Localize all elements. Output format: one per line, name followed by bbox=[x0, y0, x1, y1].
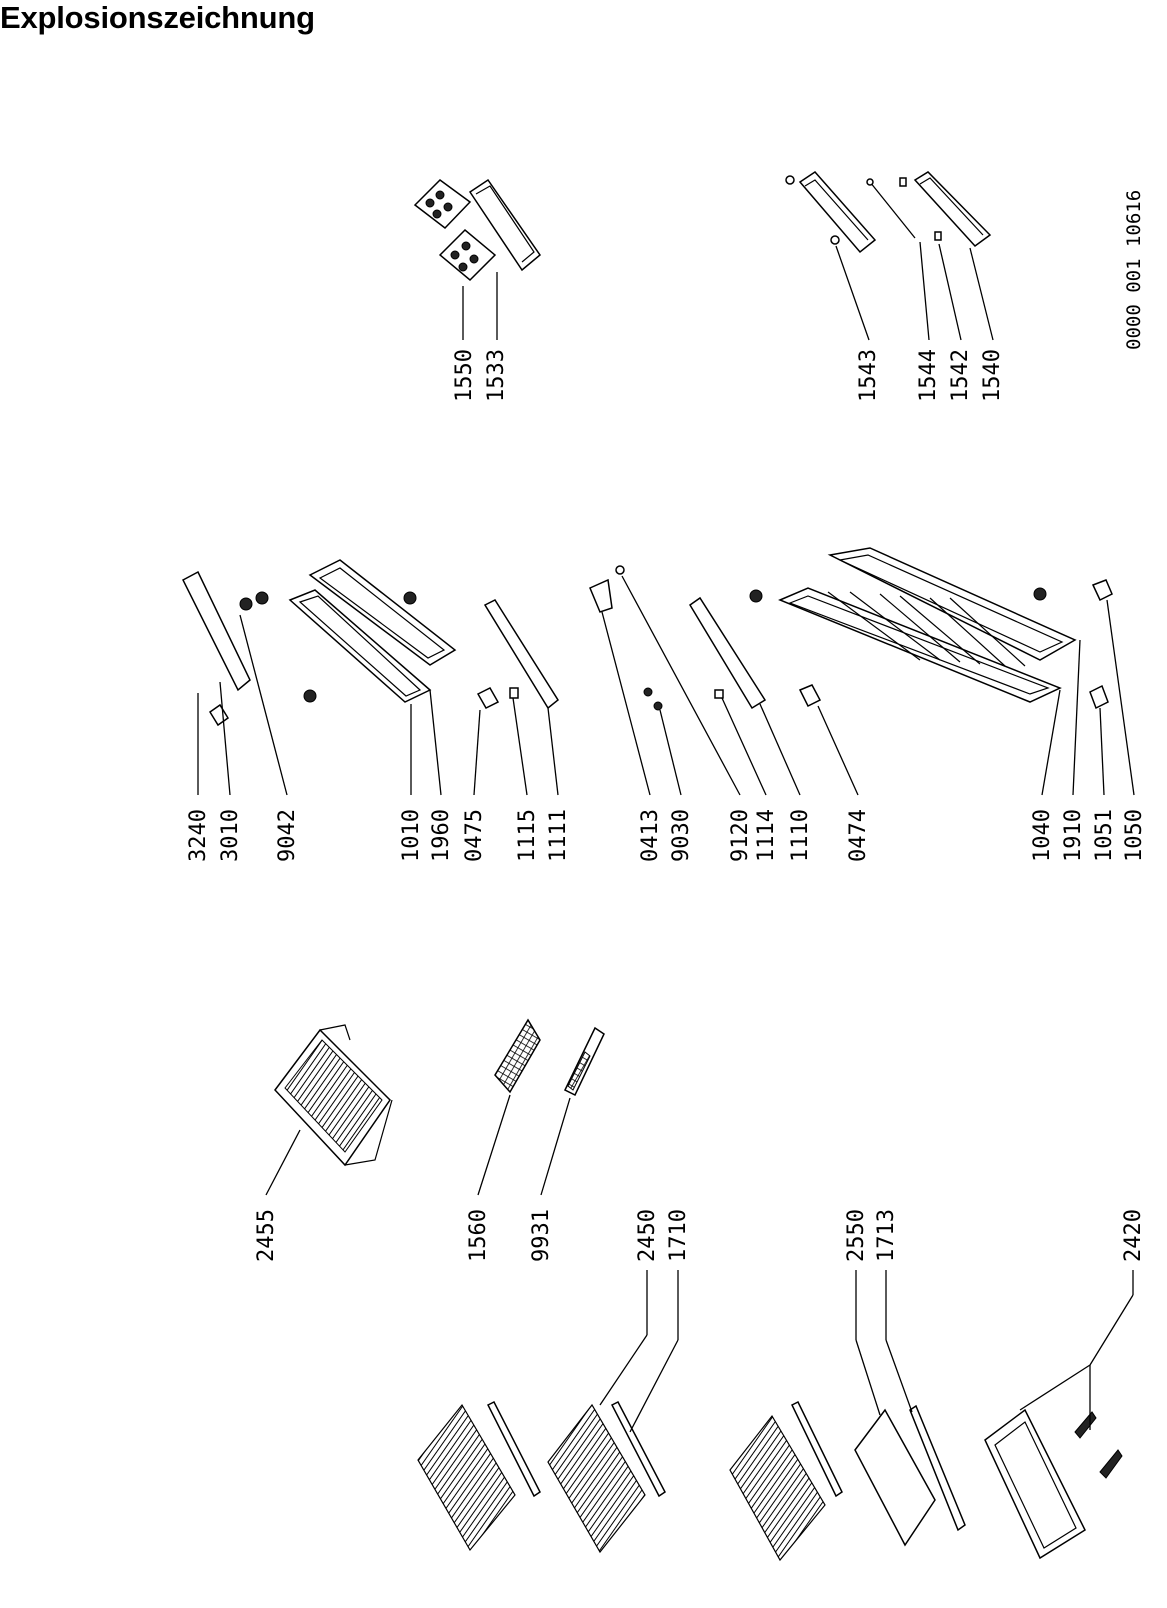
label-1560: 1560 bbox=[466, 1209, 491, 1262]
label-1542: 1542 bbox=[948, 349, 973, 402]
accessory-9931 bbox=[564, 1026, 605, 1097]
door-shelf-1540-assembly bbox=[785, 171, 992, 254]
hinge-0475 bbox=[476, 687, 519, 709]
label-0474: 0474 bbox=[846, 809, 871, 862]
label-9931: 9931 bbox=[529, 1209, 554, 1262]
label-1960: 1960 bbox=[429, 809, 454, 862]
label-1540: 1540 bbox=[980, 349, 1005, 402]
label-0475: 0475 bbox=[462, 809, 487, 862]
label-1544: 1544 bbox=[916, 349, 941, 402]
label-3240: 3240 bbox=[186, 809, 211, 862]
label-9120: 9120 bbox=[728, 809, 753, 862]
label-0413: 0413 bbox=[638, 809, 663, 862]
label-2550: 2550 bbox=[844, 1209, 869, 1262]
door-shelf-1533 bbox=[468, 178, 542, 272]
label-2420: 2420 bbox=[1121, 1209, 1146, 1262]
label-1910: 1910 bbox=[1061, 809, 1086, 862]
page-title: Explosionszeichnung bbox=[0, 0, 315, 35]
label-1051: 1051 bbox=[1092, 809, 1117, 862]
fridge-door-1040 bbox=[688, 547, 1113, 710]
label-1010: 1010 bbox=[399, 809, 424, 862]
label-9042: 9042 bbox=[275, 809, 300, 862]
label-1110: 1110 bbox=[788, 809, 813, 862]
hinge-0413 bbox=[589, 565, 663, 711]
label-1114: 1114 bbox=[754, 809, 779, 862]
crisper-drawer-2420 bbox=[984, 1408, 1123, 1560]
label-9030: 9030 bbox=[669, 809, 694, 862]
label-3010: 3010 bbox=[218, 809, 243, 862]
handle-3010 bbox=[182, 570, 251, 727]
label-1710: 1710 bbox=[666, 1209, 691, 1262]
label-1550: 1550 bbox=[452, 349, 477, 402]
door-rail-1111 bbox=[483, 599, 559, 710]
label-1040: 1040 bbox=[1030, 809, 1055, 862]
label-2455: 2455 bbox=[254, 1209, 279, 1262]
label-1115: 1115 bbox=[515, 809, 540, 862]
freezer-basket-2455 bbox=[274, 1024, 393, 1167]
shelf-grid-set bbox=[417, 1400, 966, 1562]
label-1533: 1533 bbox=[484, 349, 509, 402]
ice-tray-1560 bbox=[494, 1018, 541, 1094]
freezer-door-1010 bbox=[239, 559, 457, 703]
label-2450: 2450 bbox=[635, 1209, 660, 1262]
egg-tray-1550 bbox=[413, 179, 497, 282]
label-1713: 1713 bbox=[874, 1209, 899, 1262]
label-1111: 1111 bbox=[546, 809, 571, 862]
label-1543: 1543 bbox=[856, 349, 881, 402]
drawing-code: 0000 001 10616 bbox=[1123, 190, 1145, 350]
label-1050: 1050 bbox=[1122, 809, 1147, 862]
